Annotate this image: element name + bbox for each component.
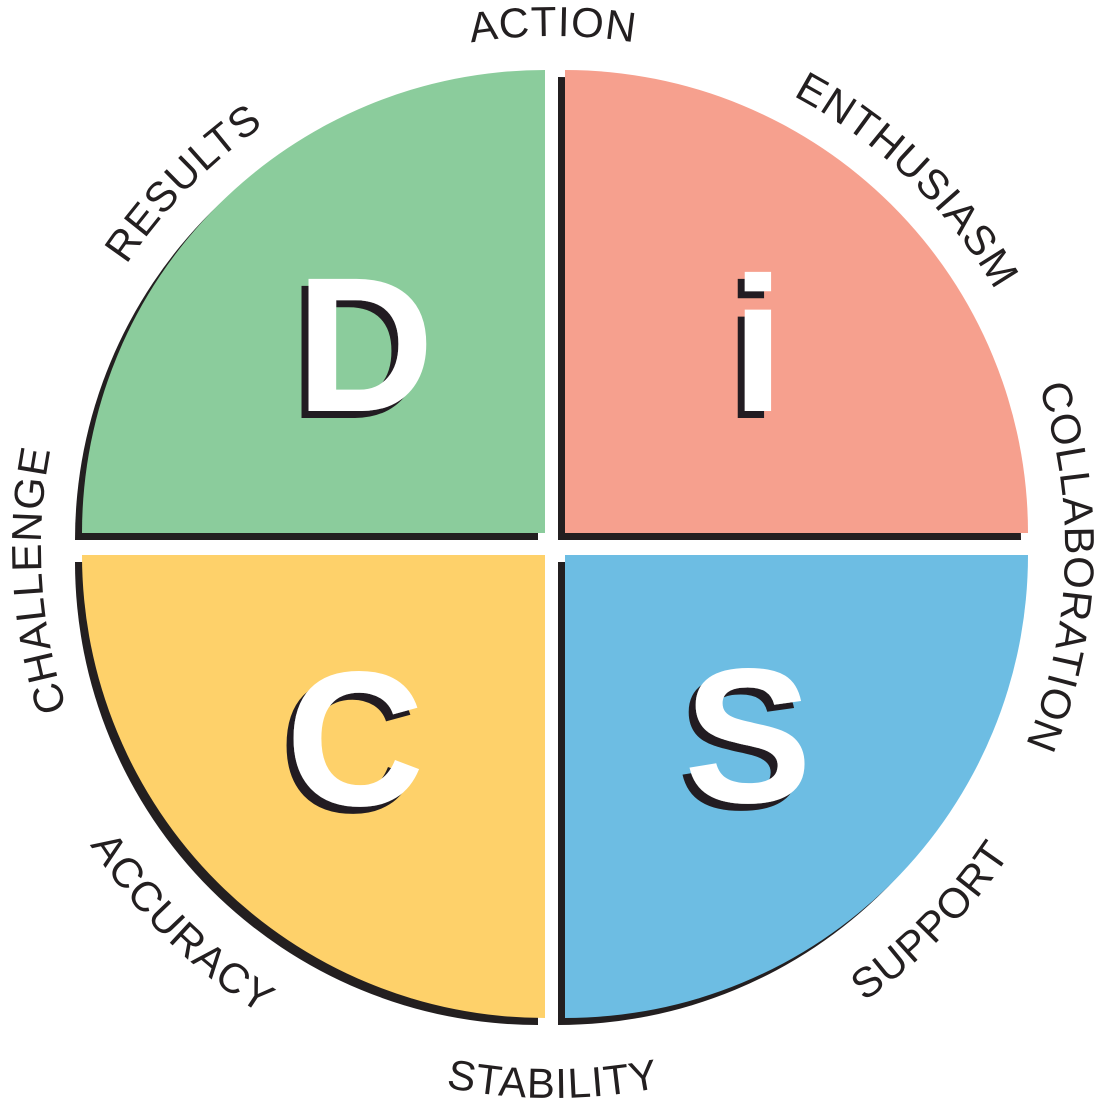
letter-c: C bbox=[286, 631, 425, 846]
label-challenge: CHALLENGE bbox=[3, 443, 76, 720]
label-collaboration: COLLABORATION bbox=[1017, 376, 1100, 760]
quadrant-s bbox=[558, 555, 1028, 1025]
letter-s: S bbox=[684, 628, 812, 843]
letter-i: i bbox=[731, 237, 784, 452]
quadrant-c bbox=[75, 555, 545, 1025]
quadrant-i bbox=[558, 70, 1028, 540]
label-action: ACTION bbox=[466, 0, 640, 51]
label-stability: STABILITY bbox=[444, 1050, 662, 1107]
quadrant-d bbox=[75, 70, 545, 540]
letter-d: D bbox=[296, 237, 435, 452]
